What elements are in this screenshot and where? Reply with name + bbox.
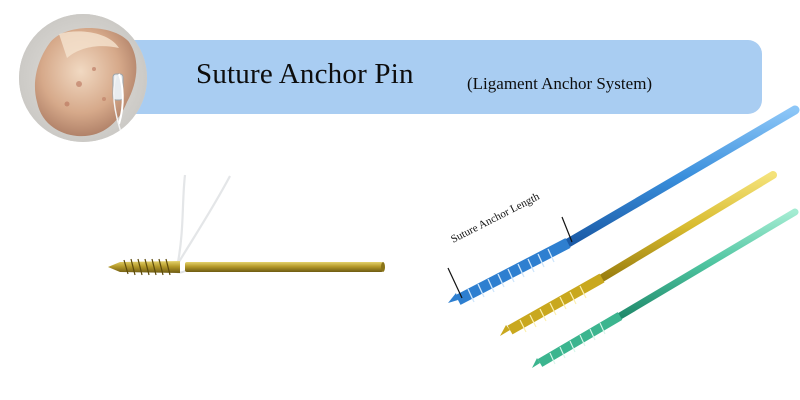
gold-suture-anchor-pin-icon — [108, 174, 385, 276]
gold-suture-anchor-pin-icon — [500, 171, 777, 336]
page-subtitle: (Ligament Anchor System) — [467, 74, 653, 93]
anchor-length-bracket — [447, 216, 573, 299]
single-anchor-pin — [100, 170, 390, 300]
bone-photo — [19, 14, 147, 142]
green-suture-anchor-pin-icon — [532, 208, 799, 368]
bone-with-anchor-icon — [19, 14, 147, 142]
blue-suture-anchor-pin-icon — [448, 105, 800, 305]
anchor-pin-set-icon — [447, 105, 800, 368]
page-title: Suture Anchor Pin — [196, 58, 414, 90]
anchor-pin-set — [440, 100, 800, 383]
title-banner — [96, 40, 762, 114]
